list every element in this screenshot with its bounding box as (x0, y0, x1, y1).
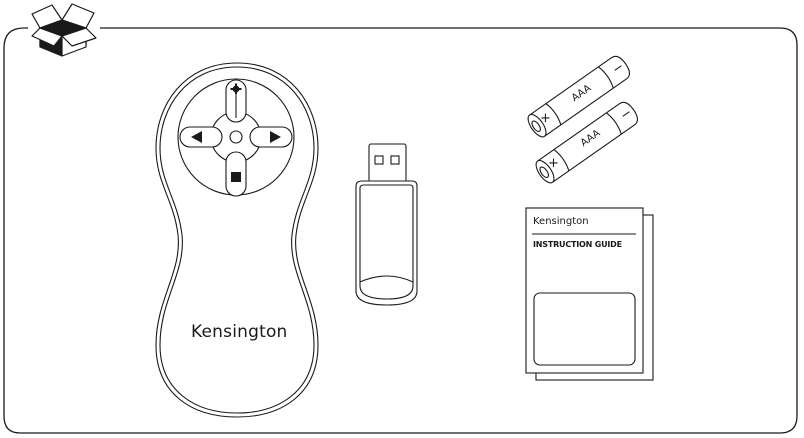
remote-inner-outline (159, 66, 315, 414)
battery-top-plus: + (540, 111, 551, 126)
usb-contact-right (390, 155, 400, 165)
usb-body-inner (359, 184, 414, 300)
instruction-guide (525, 207, 654, 381)
center-button (229, 130, 243, 144)
laser-icon (230, 83, 242, 95)
aaa-battery-top (527, 55, 631, 138)
usb-contact-left (374, 155, 384, 165)
stop-square-icon (231, 172, 241, 182)
open-box-icon (28, 0, 100, 58)
frame-border (3, 27, 798, 434)
previous-arrow-icon (191, 131, 202, 143)
usb-body-outer (355, 180, 418, 306)
guide-image-box (533, 292, 636, 366)
usb-receiver (355, 143, 418, 306)
next-arrow-icon (270, 131, 281, 143)
remote-brand-logo: Kensington (191, 322, 288, 342)
battery-bottom-plus: + (548, 156, 559, 171)
guide-brand-logo: Kensington (533, 216, 589, 227)
remote-outer-outline (155, 62, 319, 418)
guide-title: INSTRUCTION GUIDE (533, 240, 622, 249)
presenter-remote (155, 62, 319, 418)
aaa-battery-bottom (535, 101, 639, 184)
